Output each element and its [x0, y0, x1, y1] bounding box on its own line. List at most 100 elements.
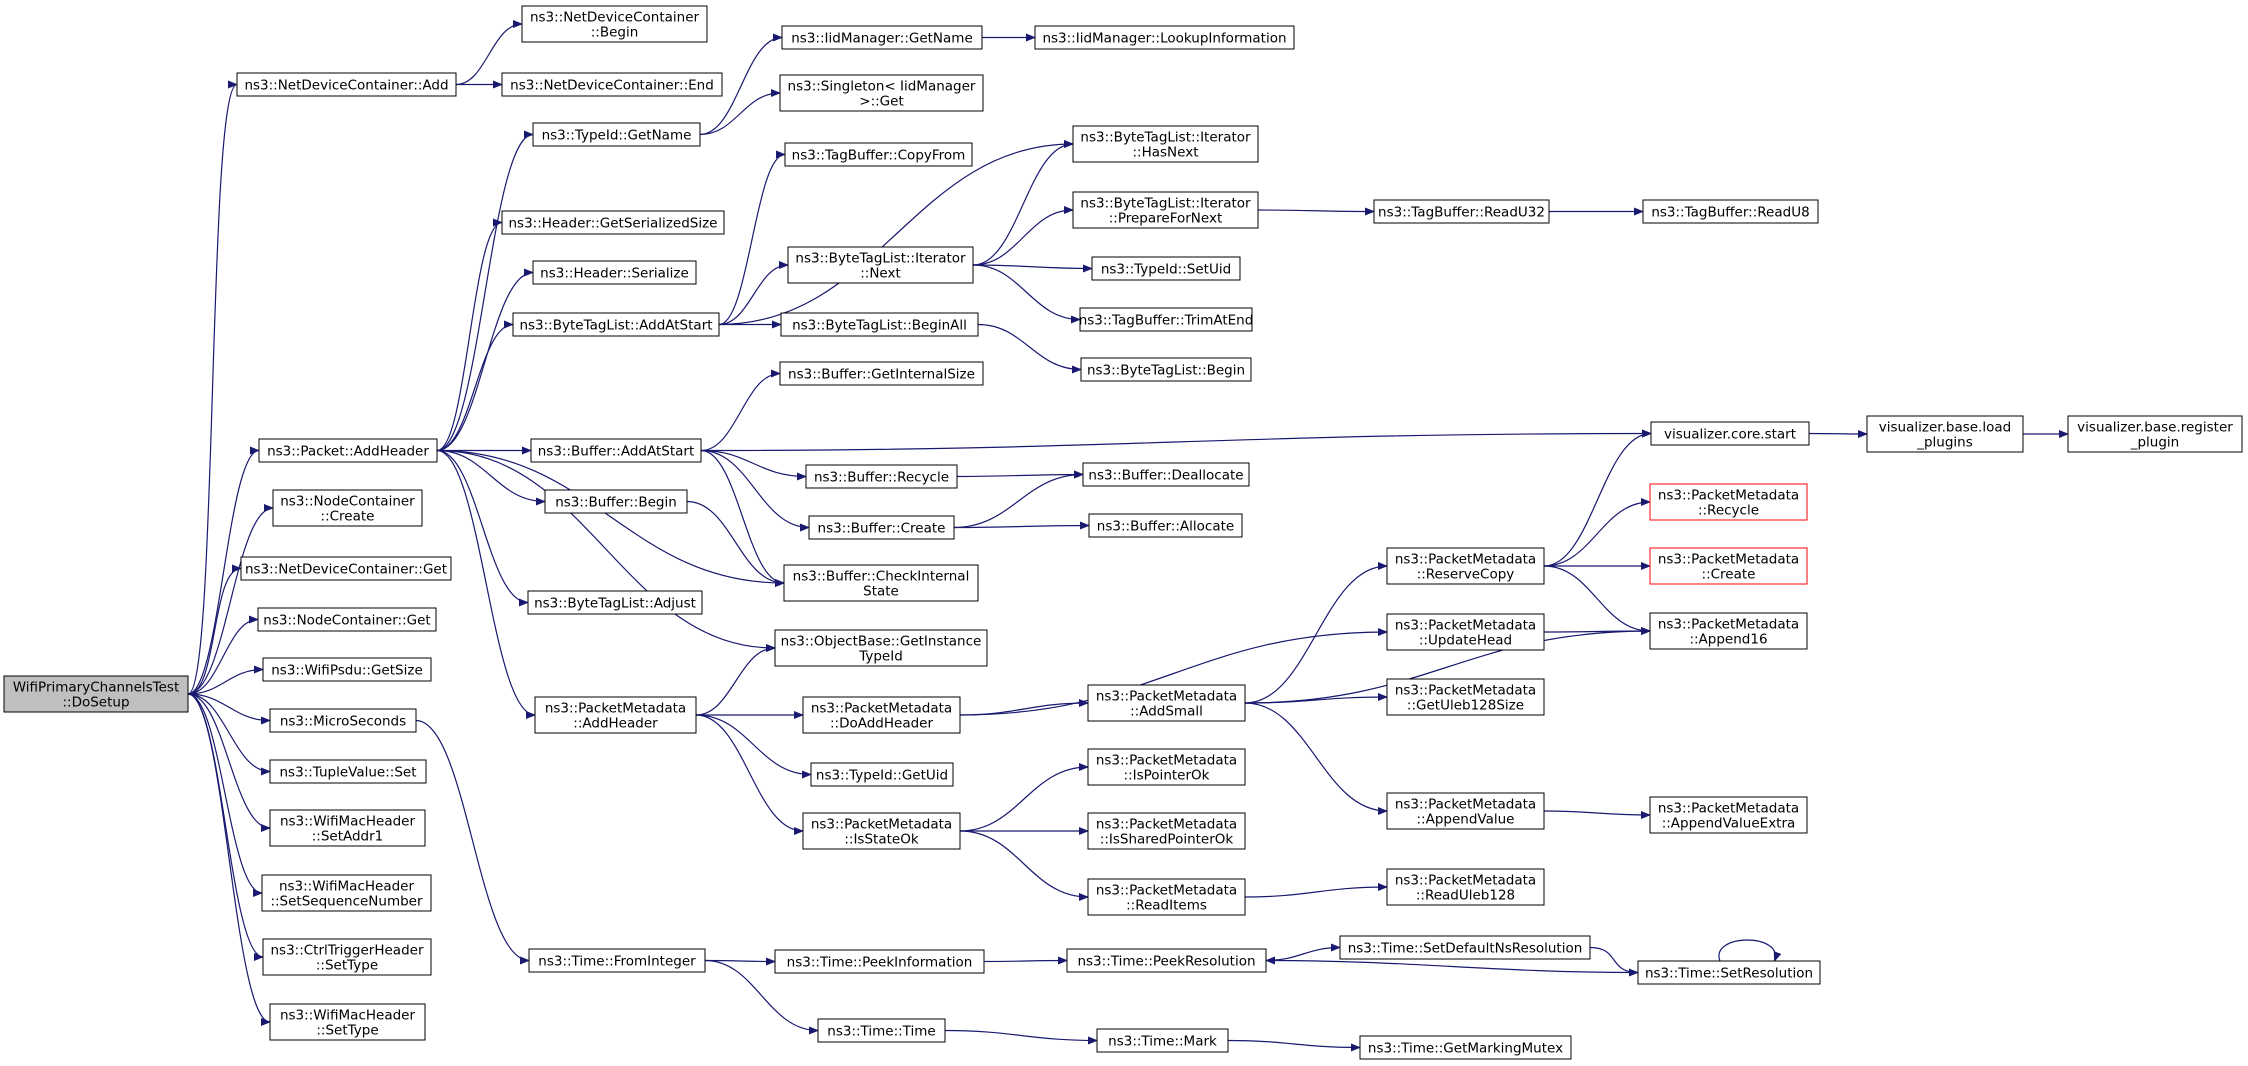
node-box: [1091, 256, 1241, 281]
function-node-mac-setseq[interactable]: ns3::WifiMacHeader::SetSequenceNumber: [261, 874, 432, 912]
function-node-time-peekinfo[interactable]: ns3::Time::PeekInformation: [774, 949, 985, 974]
node-label-line: ns3::PacketMetadata: [1096, 883, 1237, 899]
function-node-hdr-serialize[interactable]: ns3::Header::Serialize: [532, 260, 697, 285]
node-label-line: ::AddSmall: [1130, 704, 1203, 720]
call-edge-ndc_add-to-ndc_begin: [455, 20, 523, 86]
function-node-pm-addheader[interactable]: ns3::PacketMetadata::AddHeader: [534, 696, 697, 734]
node-label-line: ns3::WifiMacHeader: [280, 814, 416, 830]
function-node-nc-create[interactable]: ns3::NodeContainer::Create: [272, 489, 423, 527]
function-node-hdr-getsersize[interactable]: ns3::Header::GetSerializedSize: [501, 210, 725, 235]
call-edge-root-to-ndc_get: [187, 564, 242, 695]
function-node-nc-get[interactable]: ns3::NodeContainer::Get: [257, 607, 437, 632]
function-node-btli-next[interactable]: ns3::ByteTagList::Iterator::Next: [787, 246, 974, 284]
node-label-line: ns3::IidManager::GetName: [791, 31, 973, 47]
function-node-pm-create[interactable]: ns3::PacketMetadata::Create: [1649, 547, 1808, 585]
node-label-line: ns3::Time::SetDefaultNsResolution: [1348, 941, 1583, 957]
function-node-buf-begin[interactable]: ns3::Buffer::Begin: [544, 489, 688, 514]
node-box: [530, 438, 702, 463]
call-edge-buf_recycle-to-buf_deallocate: [956, 470, 1084, 479]
function-node-pm-issharedpointerok[interactable]: ns3::PacketMetadata::IsSharedPointerOk: [1087, 812, 1246, 850]
function-node-btl-adjust[interactable]: ns3::ByteTagList::Adjust: [527, 590, 703, 615]
function-node-time-mark[interactable]: ns3::Time::Mark: [1096, 1028, 1229, 1053]
function-node-tb-readu32[interactable]: ns3::TagBuffer::ReadU32: [1373, 199, 1550, 224]
function-node-tb-readu8[interactable]: ns3::TagBuffer::ReadU8: [1642, 199, 1819, 224]
function-node-microseconds[interactable]: ns3::MicroSeconds: [269, 708, 417, 733]
function-node-ndc-end[interactable]: ns3::NetDeviceContainer::End: [501, 72, 723, 97]
call-edge-root-to-pkt_addheader: [187, 446, 260, 695]
function-node-root[interactable]: WifiPrimaryChannelsTest::DoSetup: [3, 675, 189, 713]
node-label-line: ::PrepareForNext: [1109, 211, 1223, 227]
function-node-pm-ispointerok[interactable]: ns3::PacketMetadata::IsPointerOk: [1087, 748, 1246, 786]
node-label-line: ::AppendValue: [1417, 812, 1515, 828]
function-node-iid-getname[interactable]: ns3::IidManager::GetName: [781, 25, 983, 50]
node-box: [544, 489, 688, 514]
function-node-ndc-begin[interactable]: ns3::NetDeviceContainer::Begin: [521, 5, 708, 43]
node-label-line: ns3::Time::GetMarkingMutex: [1368, 1041, 1563, 1057]
function-node-typeid-getuid[interactable]: ns3::TypeId::GetUid: [810, 762, 954, 787]
function-node-pkt-addheader[interactable]: ns3::Packet::AddHeader: [258, 438, 438, 463]
function-node-typeid-getname[interactable]: ns3::TypeId::GetName: [532, 122, 701, 147]
function-node-time-peekresolution[interactable]: ns3::Time::PeekResolution: [1066, 948, 1267, 973]
function-node-buf-getinternalsize[interactable]: ns3::Buffer::GetInternalSize: [779, 361, 984, 386]
function-node-ndc-add[interactable]: ns3::NetDeviceContainer::Add: [236, 72, 457, 97]
function-node-pm-reservecopy[interactable]: ns3::PacketMetadata::ReserveCopy: [1386, 547, 1545, 585]
function-node-pm-appendvalueextra[interactable]: ns3::PacketMetadata::AppendValueExtra: [1649, 796, 1808, 834]
node-box: [258, 438, 438, 463]
function-node-buf-allocate[interactable]: ns3::Buffer::Allocate: [1088, 513, 1243, 538]
function-node-time-frominteger[interactable]: ns3::Time::FromInteger: [528, 948, 706, 973]
function-node-iid-lookup[interactable]: ns3::IidManager::LookupInformation: [1034, 25, 1295, 50]
function-node-tb-copyfrom[interactable]: ns3::TagBuffer::CopyFrom: [784, 142, 973, 167]
function-node-singleton-get[interactable]: ns3::Singleton< IidManager>::Get: [779, 74, 984, 112]
function-node-pm-updatehead[interactable]: ns3::PacketMetadata::UpdateHead: [1386, 613, 1545, 651]
function-node-viz-core-start[interactable]: visualizer.core.start: [1650, 421, 1810, 446]
function-node-ndc-get[interactable]: ns3::NetDeviceContainer::Get: [240, 556, 452, 581]
node-box: [1386, 868, 1545, 906]
node-label-line: ns3::PacketMetadata: [1658, 617, 1799, 633]
function-node-pm-readuleb128[interactable]: ns3::PacketMetadata::ReadUleb128: [1386, 868, 1545, 906]
function-node-psdu-getsize[interactable]: ns3::WifiPsdu::GetSize: [262, 657, 432, 682]
function-node-pm-recycle[interactable]: ns3::PacketMetadata::Recycle: [1649, 483, 1808, 521]
function-node-time-getmarkingmutex[interactable]: ns3::Time::GetMarkingMutex: [1359, 1035, 1572, 1060]
function-node-mac-settype[interactable]: ns3::WifiMacHeader::SetType: [269, 1003, 426, 1041]
function-node-viz-load-plugins[interactable]: visualizer.base.load_plugins: [1866, 415, 2024, 453]
function-node-btli-preparefornext[interactable]: ns3::ByteTagList::Iterator::PrepareForNe…: [1072, 191, 1259, 229]
call-edge-pkt_addheader-to-hdr_getsersize: [436, 218, 503, 452]
function-node-pm-addsmall[interactable]: ns3::PacketMetadata::AddSmall: [1087, 684, 1246, 722]
function-node-pm-doaddheader[interactable]: ns3::PacketMetadata::DoAddHeader: [802, 696, 961, 734]
node-box: [779, 74, 984, 112]
function-node-pm-append16[interactable]: ns3::PacketMetadata::Append16: [1649, 612, 1808, 650]
function-node-btl-beginall[interactable]: ns3::ByteTagList::BeginAll: [780, 312, 979, 337]
function-node-buf-create[interactable]: ns3::Buffer::Create: [808, 515, 955, 540]
function-node-pm-getuleb128size[interactable]: ns3::PacketMetadata::GetUleb128Size: [1386, 678, 1545, 716]
function-node-pm-appendvalue[interactable]: ns3::PacketMetadata::AppendValue: [1386, 792, 1545, 830]
node-label-line: ::UpdateHead: [1419, 633, 1512, 649]
function-node-btl-begin[interactable]: ns3::ByteTagList::Begin: [1080, 357, 1252, 382]
node-label-line: ns3::ByteTagList::Iterator: [795, 251, 966, 267]
function-node-time-setresolution[interactable]: ns3::Time::SetResolution: [1637, 960, 1821, 985]
function-node-mac-setaddr1[interactable]: ns3::WifiMacHeader::SetAddr1: [269, 809, 426, 847]
function-node-viz-register-plugin[interactable]: visualizer.base.register_plugin: [2067, 415, 2243, 453]
function-node-buf-recycle[interactable]: ns3::Buffer::Recycle: [805, 464, 958, 489]
function-node-pm-readitems[interactable]: ns3::PacketMetadata::ReadItems: [1087, 878, 1246, 916]
function-node-ctrl-settype[interactable]: ns3::CtrlTriggerHeader::SetType: [262, 938, 432, 976]
function-node-typeid-setuid[interactable]: ns3::TypeId::SetUid: [1091, 256, 1241, 281]
call-edge-typeid_getname-to-singleton_get: [699, 89, 781, 136]
function-node-time-setdefaultns[interactable]: ns3::Time::SetDefaultNsResolution: [1339, 935, 1591, 960]
function-node-tuple-set[interactable]: ns3::TupleValue::Set: [269, 759, 427, 784]
node-box: [779, 361, 984, 386]
function-node-time-time[interactable]: ns3::Time::Time: [817, 1018, 946, 1043]
function-node-buf-deallocate[interactable]: ns3::Buffer::Deallocate: [1082, 462, 1250, 487]
call-edge-root-to-mac_setseq: [187, 693, 263, 897]
call-edge-time_setdefaultns-to-time_setresolution: [1589, 946, 1639, 977]
function-node-btl-addatstart[interactable]: ns3::ByteTagList::AddAtStart: [512, 312, 720, 337]
function-node-btli-hasnext[interactable]: ns3::ByteTagList::Iterator::HasNext: [1072, 125, 1259, 163]
node-label-line: ns3::Time::PeekInformation: [787, 955, 973, 971]
node-box: [236, 72, 457, 97]
node-label-line: ::SetAddr1: [312, 829, 384, 845]
function-node-buf-addatstart[interactable]: ns3::Buffer::AddAtStart: [530, 438, 702, 463]
function-node-tb-trimatend[interactable]: ns3::TagBuffer::TrimAtEnd: [1079, 307, 1254, 332]
function-node-pm-isstateok[interactable]: ns3::PacketMetadata::IsStateOk: [802, 812, 961, 850]
node-box: [1359, 1035, 1572, 1060]
